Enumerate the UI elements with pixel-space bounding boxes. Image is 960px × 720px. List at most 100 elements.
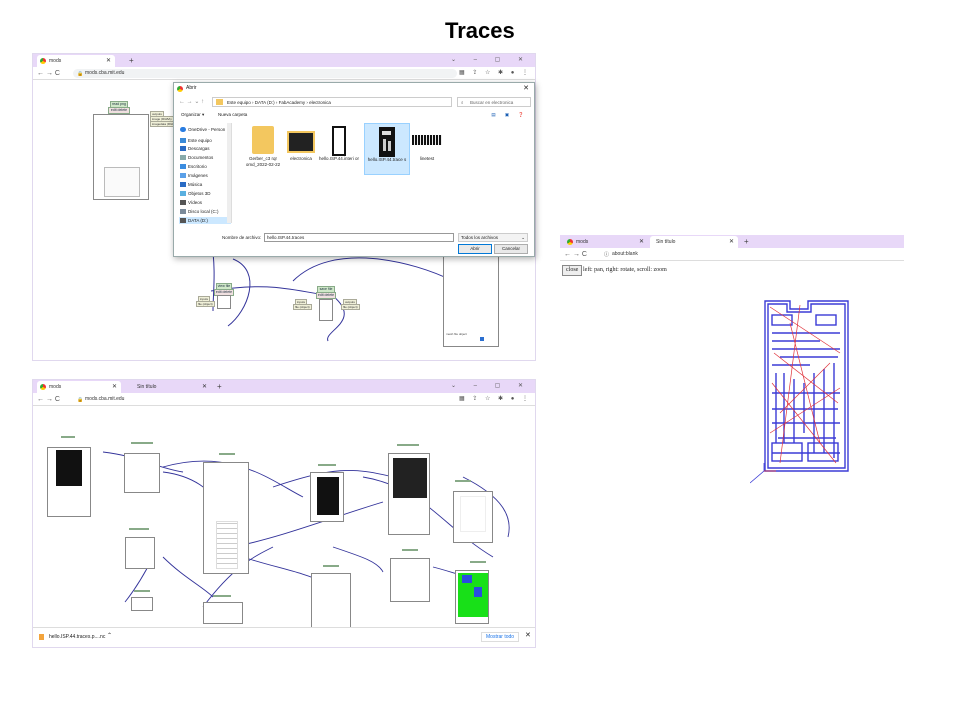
toolpath-viewer[interactable]: [750, 293, 900, 490]
node-title[interactable]: [470, 561, 486, 563]
node-title[interactable]: [131, 442, 153, 444]
toolpath-preview-node[interactable]: [455, 570, 489, 624]
sidebar-item-este-equipo[interactable]: Este equipo: [179, 137, 212, 144]
node-title[interactable]: [402, 549, 418, 551]
download-filename[interactable]: hello.ISP.44.traces.p....nc: [49, 634, 106, 640]
window-controls[interactable]: ⌄ – ▢ ✕: [450, 383, 531, 389]
sidebar-item-onedrive[interactable]: OneDrive - Person: [179, 126, 225, 133]
toolbar-icons[interactable]: ▦ ⇪ ☆ ✱ ● ⋮: [458, 70, 531, 76]
show-all-button[interactable]: Mostrar todo: [481, 632, 520, 642]
tab-mods[interactable]: mods ✕: [564, 236, 648, 248]
crumb-1[interactable]: Este equipo: [227, 100, 251, 105]
threshold-node[interactable]: [124, 453, 160, 493]
new-tab-icon[interactable]: +: [217, 382, 222, 391]
mesh-node[interactable]: mesh file object: [443, 251, 499, 347]
sidebar-item-data-d[interactable]: DATA (D:): [179, 217, 231, 224]
close-tab-icon[interactable]: ✕: [105, 58, 111, 64]
search-input[interactable]: ⌕ Buscar en electronica: [457, 97, 531, 107]
distance-transform-node[interactable]: [203, 462, 249, 574]
path-preview-node[interactable]: [311, 573, 351, 633]
node-title[interactable]: [318, 464, 336, 466]
back-forward-reload[interactable]: ← → C: [37, 70, 60, 77]
crumb-4[interactable]: electronica: [309, 100, 331, 105]
breadcrumb[interactable]: Este equipo › DATA (D:) › FabAcademy › e…: [212, 97, 452, 107]
organize-button[interactable]: Organizar ▾: [181, 112, 205, 117]
close-button[interactable]: close: [562, 265, 583, 276]
new-tab-icon[interactable]: +: [129, 56, 134, 65]
save-file-node[interactable]: [319, 299, 333, 321]
node-title[interactable]: [129, 528, 149, 530]
filename-input[interactable]: hello.ISP.44.traces: [264, 233, 454, 242]
tab-mods[interactable]: mods ✕: [37, 55, 115, 67]
url-field[interactable]: 🔒 mods.cba.mit.edu: [73, 395, 457, 404]
cancel-button[interactable]: Cancelar: [494, 244, 528, 254]
close-tab-icon[interactable]: ✕: [728, 239, 734, 245]
back-forward-reload[interactable]: ← → C: [37, 396, 60, 403]
close-tab-icon[interactable]: ✕: [111, 384, 117, 390]
sidebar-item-musica[interactable]: Música: [179, 181, 202, 188]
close-icon[interactable]: ✕: [523, 85, 529, 92]
file-output-label[interactable]: file (object): [341, 304, 360, 310]
settings-node[interactable]: [125, 537, 155, 569]
mill-raster-node[interactable]: [390, 558, 430, 602]
chevron-up-icon[interactable]: ⌃: [107, 633, 113, 639]
read-png-node[interactable]: [93, 114, 149, 200]
file-item-linetest[interactable]: linetest: [404, 123, 450, 175]
file-input-label[interactable]: file (object): [293, 304, 312, 310]
node-title[interactable]: [61, 436, 75, 438]
file-item-electronica[interactable]: electronica: [278, 123, 324, 175]
tab-sin-titulo[interactable]: Sin título ✕: [127, 381, 211, 393]
new-tab-icon[interactable]: +: [744, 237, 749, 246]
check-icon[interactable]: [480, 337, 484, 341]
node-title[interactable]: [455, 480, 471, 482]
view-options-icons[interactable]: ▤ ▣ ❓: [491, 112, 528, 117]
url-field[interactable]: ⓘ about:blank: [600, 250, 900, 259]
file-item-traces[interactable]: hello.ISP.44.trace s: [364, 123, 410, 175]
url-field[interactable]: 🔒 mods.cba.mit.edu: [73, 69, 457, 78]
mods-canvas[interactable]: read png edit delete outputs image (RGBA…: [33, 81, 535, 360]
sidebar-item-disco-c[interactable]: Disco local (C:): [179, 208, 219, 215]
file-type-select[interactable]: Todos los archivos ⌄: [458, 233, 528, 242]
toolbar-icons[interactable]: ▦ ⇪ ☆ ✱ ● ⋮: [458, 396, 531, 402]
new-folder-button[interactable]: Nueva carpeta: [218, 112, 248, 117]
sidebar-item-imagenes[interactable]: Imágenes: [179, 172, 208, 179]
mods-program-canvas[interactable]: [33, 407, 535, 633]
window-controls[interactable]: ⌄ – ▢ ✕: [450, 57, 531, 63]
tab-sin-titulo[interactable]: Sin título ✕: [650, 236, 738, 248]
close-tab-icon[interactable]: ✕: [201, 384, 207, 390]
close-icon[interactable]: ✕: [525, 632, 531, 639]
lock-icon: 🔒: [77, 397, 84, 403]
sidebar-item-documentos[interactable]: Documentos: [179, 154, 213, 161]
node-title[interactable]: [219, 453, 235, 455]
node-title[interactable]: [213, 595, 231, 597]
read-png-node[interactable]: [47, 447, 91, 517]
back-forward-reload[interactable]: ← → C: [564, 251, 587, 258]
edit-delete-label[interactable]: edit delete: [316, 292, 336, 299]
node-title[interactable]: [134, 590, 150, 592]
edge-detect-node[interactable]: [310, 472, 344, 522]
node-title[interactable]: [397, 444, 419, 446]
node-title[interactable]: [323, 565, 339, 567]
crumb-3[interactable]: FabAcademy: [278, 100, 306, 105]
edit-delete-label[interactable]: edit delete: [108, 107, 130, 114]
save-node[interactable]: [131, 597, 153, 611]
sidebar-item-videos[interactable]: Vídeos: [179, 199, 202, 206]
orient-preview: [393, 458, 427, 498]
view-file-node[interactable]: [217, 295, 231, 309]
sidebar-item-escritorio[interactable]: Escritorio: [179, 163, 207, 170]
sidebar-item-descargas[interactable]: Descargas: [179, 145, 210, 152]
sidebar-scrollbar[interactable]: [227, 123, 231, 223]
orient-edges-node[interactable]: [388, 453, 430, 535]
file-item-interior[interactable]: hello.ISP.44.interi or: [316, 123, 362, 175]
offset-node[interactable]: [453, 491, 493, 543]
dialog-nav-arrows[interactable]: ← → ⌄ ↑: [179, 99, 205, 105]
close-tab-icon[interactable]: ✕: [638, 239, 644, 245]
view-node[interactable]: [203, 602, 243, 624]
sidebar-item-objetos-3d[interactable]: Objetos 3D: [179, 190, 211, 197]
tab-mods[interactable]: mods ✕: [37, 381, 121, 393]
file-input-label[interactable]: file (object): [196, 301, 215, 307]
crumb-2[interactable]: DATA (D:): [254, 100, 275, 105]
tab-strip: mods ✕ Sin título ✕ + ⌄ – ▢ ✕: [33, 380, 535, 393]
file-item-gerber[interactable]: Gerber_c3 rqr omd_2022-02-22: [240, 123, 286, 175]
open-button[interactable]: Abrir: [458, 244, 492, 254]
